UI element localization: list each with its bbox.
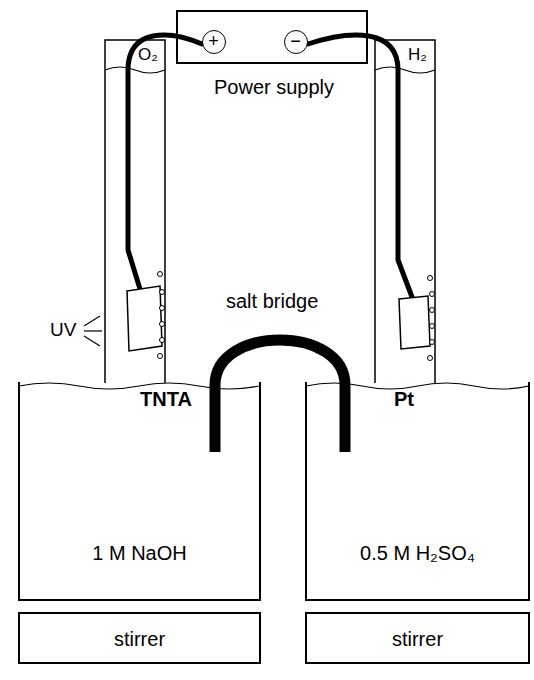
salt-bridge-label: salt bridge <box>226 290 318 312</box>
solution-surface <box>306 383 529 389</box>
node-text: stirrer <box>20 628 259 650</box>
uv-label: UV <box>50 320 76 341</box>
beaker: 0.5 M H₂SO₄ <box>305 382 530 601</box>
collection-tube <box>375 40 435 383</box>
salt-bridge <box>215 340 345 452</box>
gas-bubbles <box>158 272 435 361</box>
node-text: + <box>203 31 224 52</box>
beaker: 1 M NaOH <box>18 382 261 601</box>
wire <box>128 35 202 289</box>
power-supply-box: Power supply+− <box>176 10 368 64</box>
negative-terminal: − <box>284 30 308 54</box>
node-text: 0.5 M H₂SO₄ <box>307 542 528 564</box>
gas-label: H₂ <box>408 46 427 65</box>
uv-rays <box>84 316 102 346</box>
positive-terminal: + <box>202 30 226 54</box>
node-text: Power supply <box>178 76 370 98</box>
water-level <box>105 67 165 73</box>
collection-tube <box>105 40 165 383</box>
solution-surface <box>19 383 259 389</box>
electrode-label: TNTA <box>140 388 192 410</box>
tnta-electrode <box>127 286 162 351</box>
stirrer-box: stirrer <box>305 612 530 664</box>
pt-electrode <box>399 296 430 349</box>
gas-label: O₂ <box>138 46 158 65</box>
node-text: − <box>285 31 306 52</box>
wire <box>308 35 412 297</box>
node-text: stirrer <box>307 628 528 650</box>
water-level <box>375 67 435 73</box>
stirrer-box: stirrer <box>18 612 261 664</box>
electrode-label: Pt <box>394 388 414 410</box>
node-text: 1 M NaOH <box>20 542 259 564</box>
